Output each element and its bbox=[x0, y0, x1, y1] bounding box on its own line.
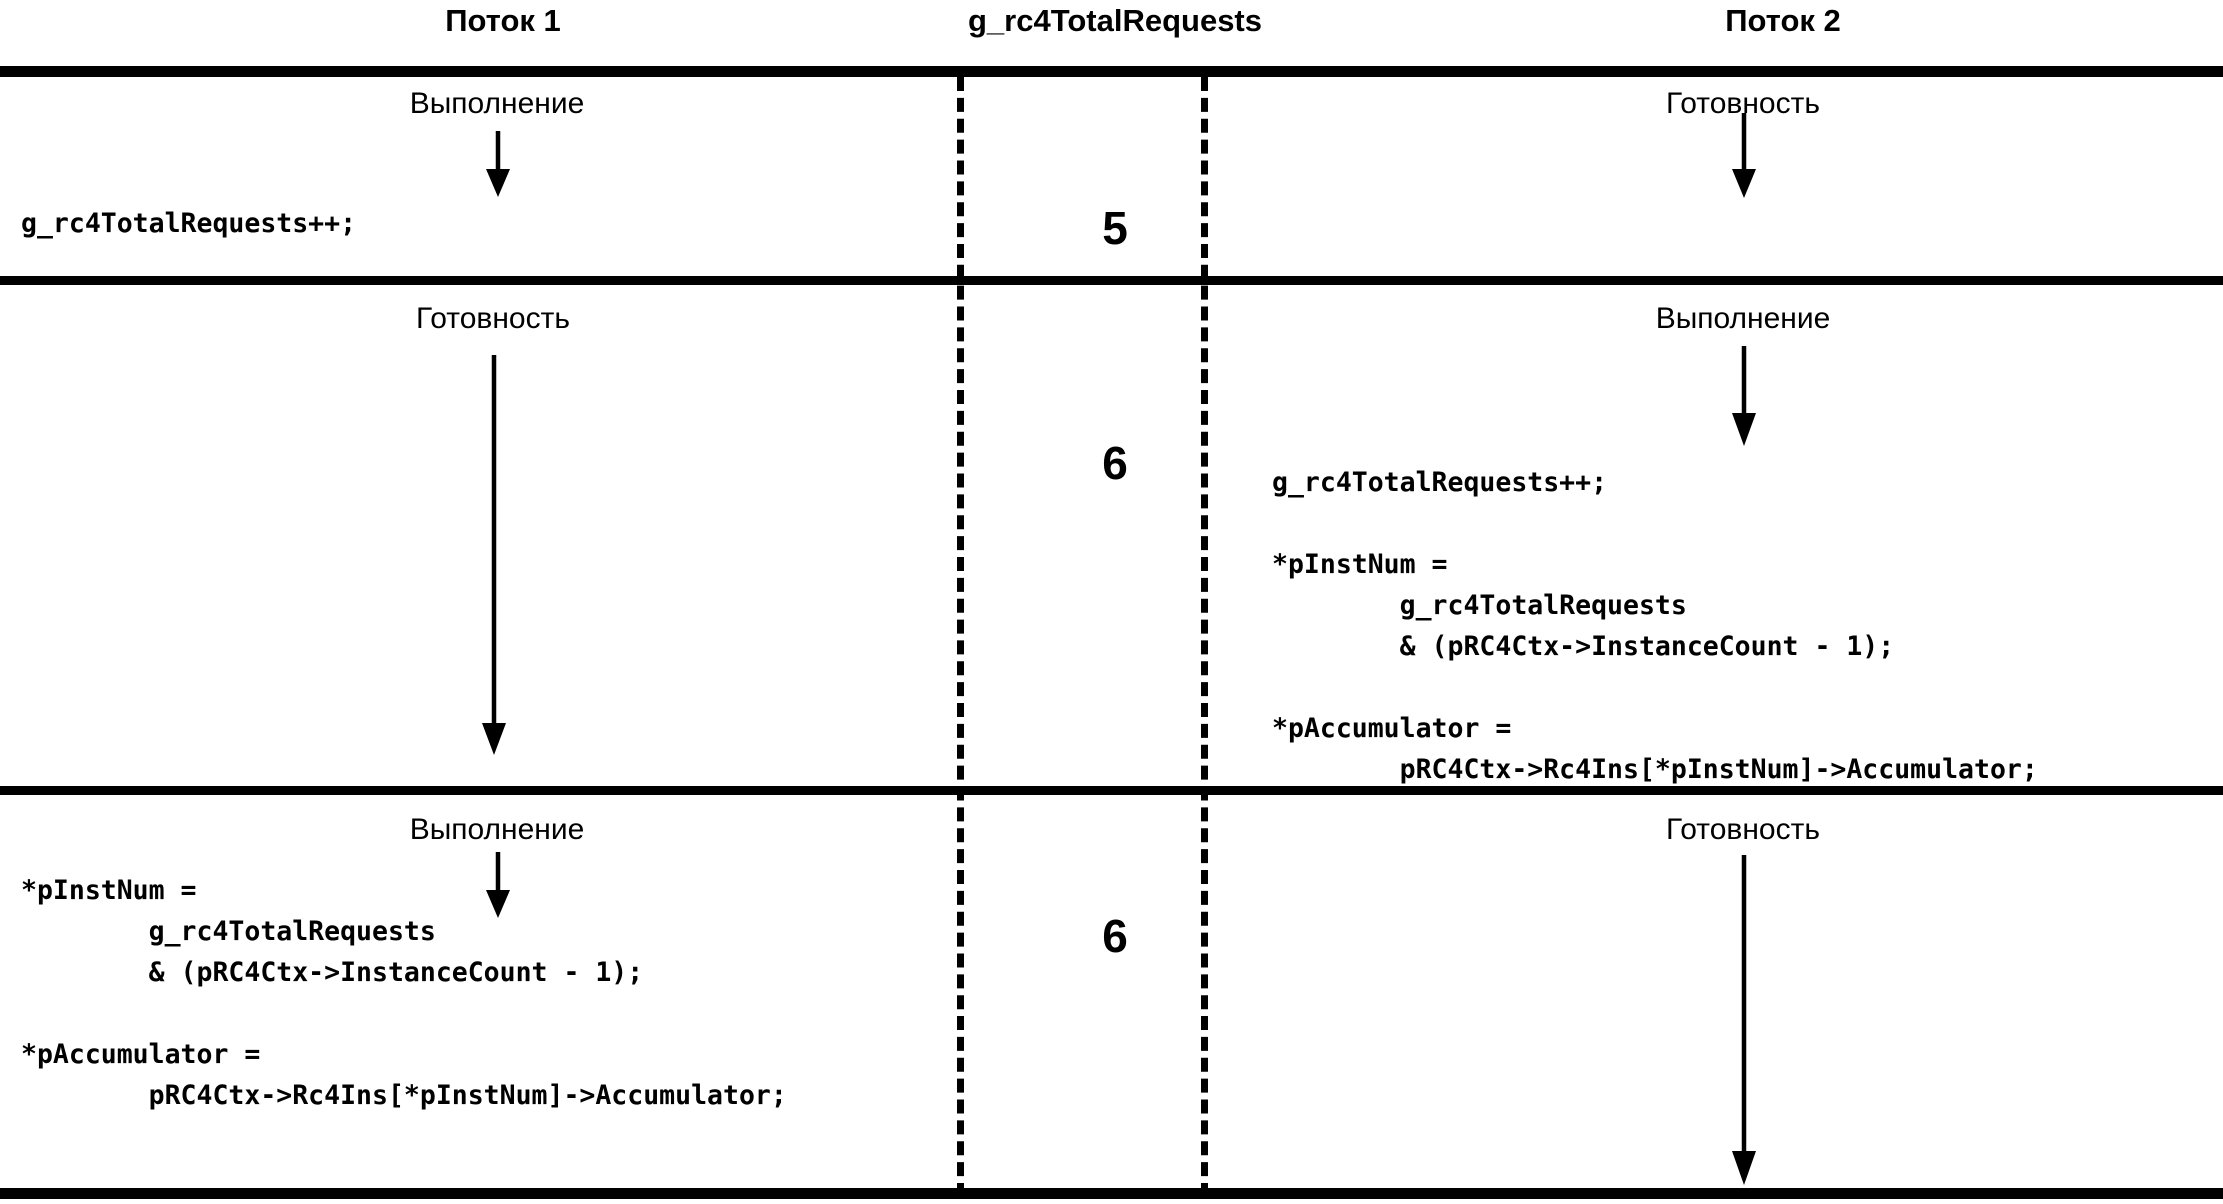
row-3-thread2-down-arrow bbox=[1729, 855, 1759, 1185]
row-1-thread1-code: g_rc4TotalRequests++; bbox=[21, 208, 357, 239]
row-3-thread1-code: *pInstNum = g_rc4TotalRequests & (pRC4Ct… bbox=[21, 875, 787, 1111]
column-header-shared-variable: g_rc4TotalRequests bbox=[967, 3, 1262, 38]
row-3-thread1-down-arrow bbox=[483, 852, 513, 918]
row-2-thread1-down-arrow bbox=[479, 355, 509, 755]
row-divider-1-2 bbox=[0, 276, 2223, 285]
table-top-border bbox=[0, 66, 2223, 77]
row-2-thread2-state-label: Выполнение bbox=[1655, 302, 1831, 335]
row-1-thread2-down-arrow bbox=[1729, 113, 1759, 198]
table-bottom-border bbox=[0, 1188, 2223, 1199]
row-1-thread1-down-arrow bbox=[483, 131, 513, 197]
row-1-thread1-state-label: Выполнение bbox=[409, 87, 585, 120]
row-2-thread2-code: g_rc4TotalRequests++; *pInstNum = g_rc4T… bbox=[1272, 467, 2038, 785]
column-header-thread1: Поток 1 bbox=[445, 3, 561, 38]
column-header-thread2: Поток 2 bbox=[1725, 3, 1841, 38]
row-1-counter-value: 5 bbox=[1102, 202, 1128, 254]
row-3-thread1-state-label: Выполнение bbox=[409, 813, 585, 846]
row-3-thread2-state-label: Готовность bbox=[1666, 813, 1820, 846]
row-2-thread1-state-label: Готовность bbox=[416, 302, 570, 335]
row-3-counter-value: 6 bbox=[1102, 910, 1128, 962]
row-2-thread2-down-arrow bbox=[1729, 346, 1759, 446]
row-divider-2-3 bbox=[0, 786, 2223, 795]
row-2-counter-value: 6 bbox=[1102, 437, 1128, 489]
dashed-separator-right bbox=[1201, 77, 1208, 1197]
dashed-separator-left bbox=[957, 77, 964, 1197]
